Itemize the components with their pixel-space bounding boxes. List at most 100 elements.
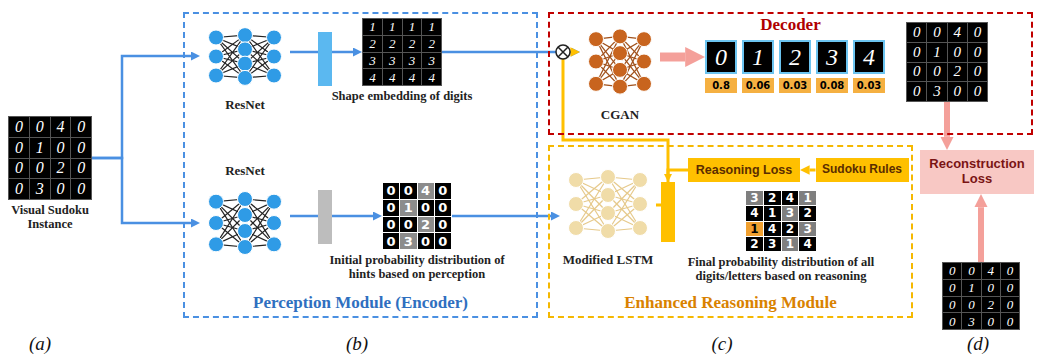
grid-digit: 0 (948, 82, 967, 101)
grid-digit: 0 (962, 263, 980, 279)
panel-label: (c) (702, 333, 742, 355)
grid-digit: 2 (799, 206, 816, 220)
grid-digit: 1 (764, 206, 781, 220)
network-label: ResNet (185, 163, 305, 179)
digit-sample: 0 (705, 40, 737, 74)
grid-digit: 3 (764, 237, 781, 251)
grid-digit: 0 (30, 117, 50, 137)
grid-digit: 4 (51, 117, 71, 137)
digit-sample: 2 (779, 40, 811, 74)
grid-digit: 0 (71, 179, 91, 199)
network-icon: ResNet (200, 18, 290, 113)
grid-digit: 2 (422, 36, 441, 52)
grid-digit: 2 (982, 297, 1000, 313)
grid-digit: 0 (968, 43, 987, 62)
grid-digit: 1 (30, 138, 50, 158)
grid-digit: 0 (51, 179, 71, 199)
network-icon (589, 29, 652, 94)
network-icon (209, 28, 282, 86)
grid-digit: 0 (927, 23, 946, 42)
loss-box: Reasoning Loss (688, 158, 800, 182)
grid-digit: 0 (948, 43, 967, 62)
grid-digit: 3 (30, 179, 50, 199)
connector-arrow (92, 56, 191, 158)
network-label: Modified LSTM (545, 252, 671, 268)
network-label: ResNet (185, 97, 305, 113)
grid-digit: 3 (400, 233, 416, 249)
grid-digit: 1 (962, 280, 980, 296)
target-image: 0040010000200300 (942, 262, 1020, 330)
network-icon: Modified LSTM (560, 158, 656, 268)
grid-digit: 0 (435, 233, 451, 249)
grid-digit: 3 (383, 53, 402, 69)
image-caption: Visual Sudoku Instance (2, 203, 98, 232)
panel-label: (b) (337, 333, 377, 355)
probability-value: 0.03 (853, 78, 885, 93)
network-icon: ResNet (200, 163, 290, 265)
grid-digit: 3 (422, 53, 441, 69)
digit-sample: 4 (853, 40, 885, 74)
panel-label: (d) (958, 333, 998, 355)
grid-digit: 4 (383, 69, 402, 85)
grid-digit: 0 (968, 23, 987, 42)
image-caption: Final probability distribution of all di… (666, 255, 896, 284)
grid-digit: 0 (418, 233, 434, 249)
probability-value: 0.06 (742, 78, 774, 93)
probability-value: 0.08 (816, 78, 848, 93)
grid-digit: 0 (907, 23, 926, 42)
grid-digit: 4 (418, 183, 434, 199)
grid-digit: 1 (383, 19, 402, 35)
grid-digit: 0 (943, 313, 961, 329)
grid-digit: 4 (764, 222, 781, 236)
grid-digit: 1 (746, 222, 763, 236)
digit-sample: 3 (816, 40, 848, 74)
probability-grid: 3241413214232314Final probability distri… (745, 190, 817, 252)
connector-arrow (944, 102, 950, 137)
grid-digit: 0 (982, 280, 1000, 296)
grid-digit: 4 (782, 191, 799, 205)
grid-digit: 0 (435, 200, 451, 216)
output-image: 0040010000200300 (906, 22, 988, 102)
network-label: CGAN (565, 107, 675, 123)
connector-arrow (563, 52, 668, 205)
rules-box: Sudoku Rules (816, 158, 909, 182)
module-region: Enhanced Reasoning ModuleModified LSTMRe… (548, 145, 913, 318)
grid-digit: 0 (51, 138, 71, 158)
grid-digit: 0 (9, 138, 29, 158)
grid-digit: 0 (1001, 280, 1019, 296)
grid-digit: 3 (782, 206, 799, 220)
grid-digit: 2 (51, 159, 71, 179)
grid-digit: 0 (435, 183, 451, 199)
connector-arrow (92, 158, 191, 223)
embedding-bar (318, 190, 332, 244)
product-symbol (556, 45, 570, 59)
grid-digit: 4 (403, 69, 422, 85)
box-label: Sudoku Rules (822, 163, 902, 177)
grid-digit: 3 (927, 82, 946, 101)
probability-value: 0.03 (779, 78, 811, 93)
grid-digit: 0 (9, 159, 29, 179)
grid-digit: 0 (943, 280, 961, 296)
grid-digit: 0 (943, 297, 961, 313)
grid-digit: 0 (435, 217, 451, 233)
input-image: 0040010000200300Visual Sudoku Instance (8, 116, 92, 200)
grid-digit: 3 (799, 222, 816, 236)
grid-digit: 2 (782, 222, 799, 236)
grid-digit: 1 (927, 43, 946, 62)
probability-grid: 0040010000200300Initial probability dist… (382, 182, 452, 250)
grid-digit: 0 (30, 159, 50, 179)
module-region: DecoderCGAN012340.80.060.030.080.0300400… (548, 12, 1033, 135)
grid-digit: 2 (418, 217, 434, 233)
grid-digit: 0 (400, 183, 416, 199)
grid-digit: 0 (383, 217, 399, 233)
grid-digit: 1 (363, 19, 382, 35)
grid-digit: 2 (403, 36, 422, 52)
grid-digit: 0 (1001, 297, 1019, 313)
panel-label: (a) (20, 333, 60, 355)
grid-digit: 0 (9, 117, 29, 137)
digit-sample: 1 (742, 40, 774, 74)
grid-digit: 3 (363, 53, 382, 69)
grid-digit: 0 (968, 63, 987, 82)
connector-arrow (442, 51, 571, 54)
grid-digit: 0 (383, 183, 399, 199)
